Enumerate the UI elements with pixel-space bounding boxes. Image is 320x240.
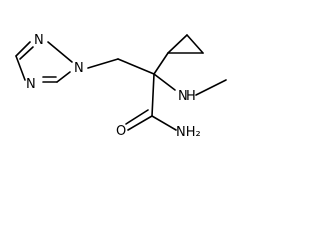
bond-qc-nh	[153, 73, 176, 91]
bond-qc-cp1	[153, 52, 169, 75]
bond-amide-c-n	[151, 115, 177, 131]
bond-c5-n4	[15, 55, 26, 81]
atom-n-triazole-linked: N	[74, 61, 84, 76]
bond-amide-c-o	[127, 115, 153, 131]
cyclopropyl-ring	[153, 34, 204, 75]
bond-amide-c-o-double	[125, 109, 149, 125]
atom-n-triazole-top: N	[34, 33, 44, 48]
bond-cp1-cp2	[167, 34, 188, 54]
atom-h-methylamino: H	[186, 89, 196, 104]
atom-nh2-amide: NH₂	[176, 125, 201, 140]
bond-n-linked-ch2	[87, 58, 119, 69]
atom-n-triazole-bottom: N	[26, 77, 36, 92]
bond-n1-c5-double	[19, 46, 34, 60]
bond-ch2-quaternary-c	[117, 58, 155, 75]
triazole-ring	[15, 41, 73, 83]
bond-cp2-cp3	[186, 34, 204, 54]
bond-n1-c5	[15, 41, 31, 57]
atom-n-methylamino: N	[178, 89, 188, 104]
chemical-structure: N N N N H O NH₂	[15, 33, 227, 140]
atom-o-carbonyl: O	[116, 124, 126, 139]
bond-n-linked-n-top	[47, 41, 73, 63]
bond-c3-n-linked	[56, 71, 71, 83]
bond-nh-methyl	[195, 79, 227, 96]
bond-qc-amide-c	[151, 73, 155, 117]
